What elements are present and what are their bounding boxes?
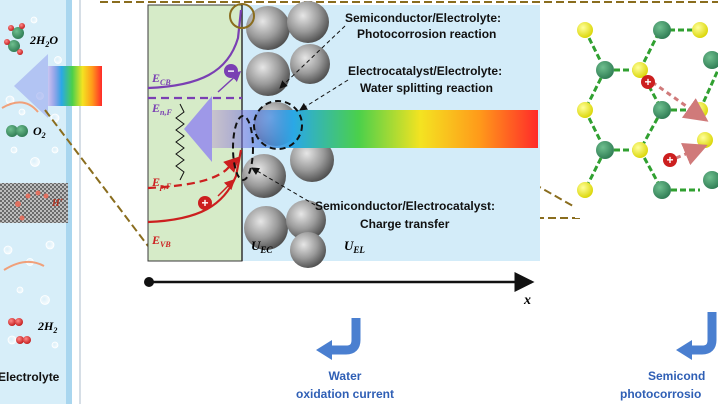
- reduction-arc: [3, 260, 45, 271]
- water-oxidation-arrow-icon: [316, 318, 361, 360]
- water-molecules-icon: [4, 23, 25, 55]
- enf-label: En,F: [151, 101, 172, 117]
- photocorrosion-arrow-icon: [676, 312, 717, 360]
- svg-text:Semiconductor/Electrolyte:: Semiconductor/Electrolyte:: [345, 11, 501, 25]
- hydrogen-molecule-icon: [8, 318, 31, 344]
- svg-text:Electrocatalyst/Electrolyte:: Electrocatalyst/Electrolyte:: [348, 64, 502, 78]
- water-current-line1: Water: [329, 369, 362, 383]
- photocorrosion-line2: photocorrosio: [620, 387, 701, 401]
- annotation-photocorrosion: Semiconductor/Electrolyte: Photocorrosio…: [279, 11, 501, 89]
- hydrogen-formula: 2H2: [37, 319, 57, 335]
- excitation-squiggle: [175, 103, 185, 181]
- conduction-band: [147, 9, 243, 90]
- hole-quasi-fermi-level: [147, 156, 240, 190]
- water-formula: 2H2O: [29, 33, 58, 49]
- annotation-water-splitting: Electrocatalyst/Electrolyte: Water split…: [299, 64, 502, 111]
- electron-carrier-icon: −: [224, 64, 238, 78]
- proton-label: H+: [51, 196, 64, 209]
- electrolyte-label: Electrolyte: [0, 370, 60, 384]
- oxygen-formula: O2: [33, 124, 46, 140]
- x-axis-label: x: [523, 293, 531, 308]
- oxygen-molecule-icon: [6, 125, 28, 137]
- svg-text:Semiconductor/Electrocatalyst:: Semiconductor/Electrocatalyst:: [315, 199, 495, 213]
- left-electrolyte-panel: 2H2O O2 H+ 2H2 Electrolyte: [0, 0, 102, 404]
- interface-highlights: [229, 3, 303, 181]
- evb-label: EVB: [151, 233, 171, 249]
- svg-text:+: +: [644, 75, 651, 89]
- semiconductor-lattice: + +: [575, 4, 718, 218]
- lattice-hole-icon: +: [641, 75, 655, 89]
- epf-label: Ep,F: [151, 175, 172, 191]
- ecb-label: ECB: [151, 71, 171, 87]
- svg-text:+: +: [666, 153, 673, 167]
- svg-text:Photocorrosion reaction: Photocorrosion reaction: [357, 27, 496, 41]
- uec-label: UEC: [251, 238, 273, 255]
- water-current-line2: oxidation current: [296, 387, 394, 401]
- photocorrosion-line1: Semicond: [648, 369, 705, 383]
- reaction-arc: [1, 101, 39, 113]
- x-axis: x: [144, 272, 535, 308]
- svg-text:+: +: [201, 196, 208, 210]
- hole-carrier-icon: +: [198, 196, 212, 210]
- lattice-hole-icon-2: +: [663, 153, 677, 167]
- hole-arrow: [217, 178, 236, 197]
- uel-label: UEL: [344, 238, 365, 255]
- svg-text:−: −: [227, 64, 234, 78]
- svg-text:Charge transfer: Charge transfer: [360, 217, 450, 231]
- annotation-charge-transfer: Semiconductor/Electrocatalyst: Charge tr…: [251, 167, 495, 231]
- svg-text:Water splitting reaction: Water splitting reaction: [360, 81, 493, 95]
- incident-light-arrow: [184, 96, 538, 162]
- left-light-arrow-icon: [14, 54, 102, 118]
- proton-transfer-arrow: [15, 190, 49, 221]
- membrane: [0, 183, 68, 223]
